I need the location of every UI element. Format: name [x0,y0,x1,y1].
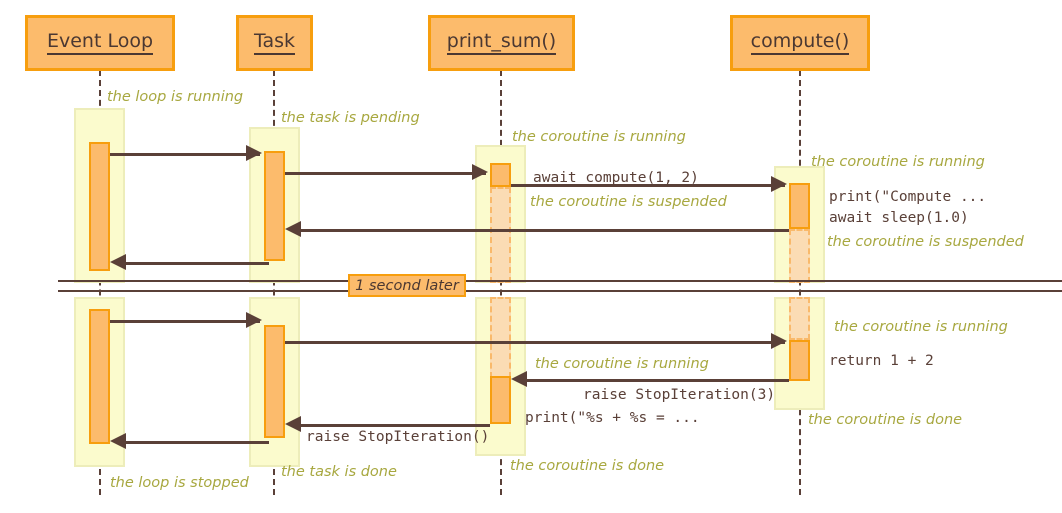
message-line-10 [117,441,269,444]
note-task-pending: the task is pending [281,110,420,126]
note-print-sum-running: the coroutine is running [512,129,686,145]
message-line-6 [110,320,260,323]
participant-label-print-sum: print_sum() [446,30,557,56]
note-loop-running: the loop is running [107,89,244,105]
arrowhead-8 [511,371,527,387]
arrowhead-5 [110,254,126,270]
arrowhead-6 [246,312,262,328]
message-line-5 [117,262,269,265]
arrowhead-9 [285,416,301,432]
message-line-9 [292,424,490,427]
activation-event-loop-lower [89,309,110,444]
activation-compute-suspended [789,229,810,283]
message-line-1 [110,153,260,156]
note-compute-running: the coroutine is running [811,154,985,170]
note-print-sum-running-lower: the coroutine is running [535,356,709,372]
activation-task-upper [264,151,285,261]
code-line-print-result: print("%s + %s = ... [525,410,700,426]
note-compute-running-lower: the coroutine is running [834,319,1008,335]
delay-label-box: 1 second later [348,274,466,297]
activation-compute-running-upper [789,183,810,229]
message-label-raise-stopiteration: raise StopIteration() [306,429,490,445]
activation-compute-running-lower [789,340,810,381]
delay-divider-line-top [58,280,1062,282]
participant-label-task: Task [253,30,295,56]
arrowhead-3 [771,176,787,192]
note-print-sum-suspended: the coroutine is suspended [530,194,727,210]
activation-print-sum-running-lower [490,376,511,424]
code-line-await-sleep: await sleep(1.0) [829,210,969,226]
participant-event-loop[interactable]: Event Loop [25,15,175,71]
arrowhead-7 [771,333,787,349]
message-label-await-compute: await compute(1, 2) [533,170,699,186]
activation-task-lower [264,325,285,438]
message-label-raise-stopiteration-3: raise StopIteration(3) [583,387,776,403]
activation-event-loop-upper [89,142,110,271]
note-task-done: the task is done [281,464,397,480]
activation-compute-suspended-lower [789,297,810,340]
delay-label: 1 second later [355,277,459,294]
arrowhead-4 [285,221,301,237]
activation-print-sum-running-upper [490,163,511,187]
code-line-print-compute: print("Compute ... [829,189,987,205]
message-line-2 [285,172,486,175]
code-line-return-sum: return 1 + 2 [829,353,934,369]
participant-print-sum[interactable]: print_sum() [428,15,575,71]
note-compute-suspended: the coroutine is suspended [827,234,1024,250]
activation-print-sum-suspended-lower [490,297,511,378]
note-loop-stopped: the loop is stopped [110,475,249,491]
participant-compute[interactable]: compute() [730,15,870,71]
participant-label-compute: compute() [750,30,850,56]
note-print-sum-done: the coroutine is done [510,458,665,474]
arrowhead-1 [246,145,262,161]
arrowhead-10 [110,433,126,449]
message-line-8 [518,379,789,382]
message-line-4 [292,229,789,232]
note-compute-done: the coroutine is done [808,412,963,428]
activation-print-sum-suspended [490,187,511,283]
participant-label-event-loop: Event Loop [46,30,154,56]
participant-task[interactable]: Task [236,15,313,71]
delay-divider-line-bottom [58,290,1062,292]
arrowhead-2 [472,164,488,180]
message-line-7 [285,341,785,344]
message-line-3 [511,184,785,187]
